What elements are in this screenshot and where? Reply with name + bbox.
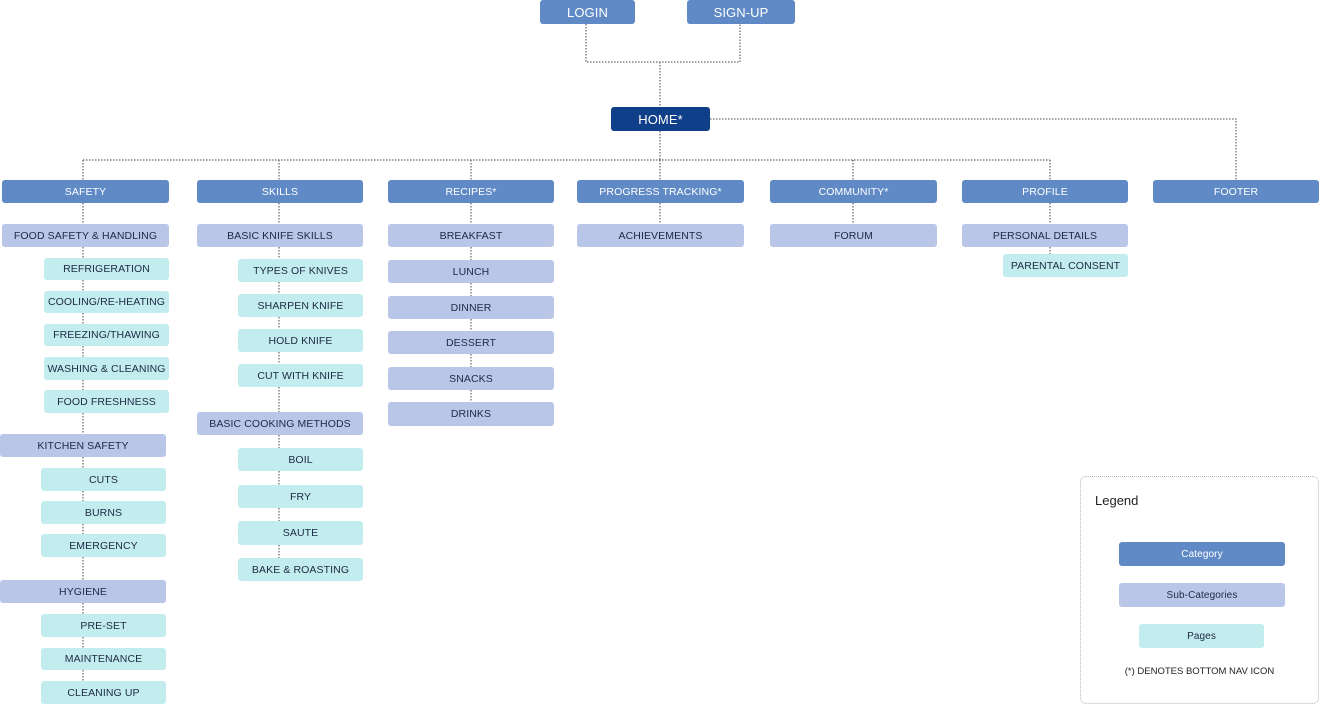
- page-burns: BURNS: [41, 501, 166, 524]
- subcategory-snacks: SNACKS: [388, 367, 554, 390]
- subcategory-kitchen-safety: KITCHEN SAFETY: [0, 434, 166, 457]
- page-freezing-thawing: FREEZING/THAWING: [44, 324, 169, 346]
- legend-title: Legend: [1095, 493, 1139, 508]
- page-cut-with-knife: CUT WITH KNIFE: [238, 364, 363, 387]
- connector: [82, 160, 1051, 180]
- subcategory-dinner: DINNER: [388, 296, 554, 319]
- page-hold-knife: HOLD KNIFE: [238, 329, 363, 352]
- subcategory-hygiene: HYGIENE: [0, 580, 166, 603]
- category-skills: SKILLS: [197, 180, 363, 203]
- page-fry: FRY: [238, 485, 363, 508]
- subcategory-dessert: DESSERT: [388, 331, 554, 354]
- legend-subcategory-swatch: Sub-Categories: [1119, 583, 1285, 607]
- page-cuts: CUTS: [41, 468, 166, 491]
- page-boil: BOIL: [238, 448, 363, 471]
- page-cleaning-up: CLEANING UP: [41, 681, 166, 704]
- home-node: HOME*: [611, 107, 710, 131]
- subcategory-food-safety: FOOD SAFETY & HANDLING: [2, 224, 169, 247]
- legend-note: (*) DENOTES BOTTOM NAV ICON: [1124, 666, 1275, 677]
- connector: [710, 118, 1237, 180]
- subcategory-breakfast: BREAKFAST: [388, 224, 554, 247]
- page-bake-roasting: BAKE & ROASTING: [238, 558, 363, 581]
- subcategory-achievements: ACHIEVEMENTS: [577, 224, 744, 247]
- category-recipes: RECIPES*: [388, 180, 554, 203]
- login-node: LOGIN: [540, 0, 635, 24]
- subcategory-drinks: DRINKS: [388, 402, 554, 426]
- legend-category-swatch: Category: [1119, 542, 1285, 566]
- category-community: COMMUNITY*: [770, 180, 937, 203]
- page-saute: SAUTE: [238, 521, 363, 545]
- category-footer: FOOTER: [1153, 180, 1319, 203]
- subcategory-basic-cooking-methods: BASIC COOKING METHODS: [197, 412, 363, 435]
- page-sharpen-knife: SHARPEN KNIFE: [238, 294, 363, 317]
- page-types-of-knives: TYPES OF KNIVES: [238, 259, 363, 282]
- connector: [585, 24, 741, 63]
- category-progress-tracking: PROGRESS TRACKING*: [577, 180, 744, 203]
- page-washing-cleaning: WASHING & CLEANING: [44, 357, 169, 380]
- category-profile: PROFILE: [962, 180, 1128, 203]
- page-parental-consent: PARENTAL CONSENT: [1003, 254, 1128, 277]
- category-safety: SAFETY: [2, 180, 169, 203]
- legend-panel: Legend Category Sub-Categories Pages (*)…: [1080, 476, 1319, 704]
- subcategory-forum: FORUM: [770, 224, 937, 247]
- page-cooling-reheating: COOLING/RE-HEATING: [44, 291, 169, 313]
- page-maintenance: MAINTENANCE: [41, 648, 166, 670]
- legend-pages-swatch: Pages: [1139, 624, 1264, 648]
- subcategory-basic-knife-skills: BASIC KNIFE SKILLS: [197, 224, 363, 247]
- page-pre-set: PRE-SET: [41, 614, 166, 637]
- subcategory-lunch: LUNCH: [388, 260, 554, 283]
- signup-node: SIGN-UP: [687, 0, 795, 24]
- page-food-freshness: FOOD FRESHNESS: [44, 390, 169, 413]
- subcategory-personal-details: PERSONAL DETAILS: [962, 224, 1128, 247]
- page-emergency: EMERGENCY: [41, 534, 166, 557]
- page-refrigeration: REFRIGERATION: [44, 258, 169, 280]
- connector: [82, 203, 1051, 224]
